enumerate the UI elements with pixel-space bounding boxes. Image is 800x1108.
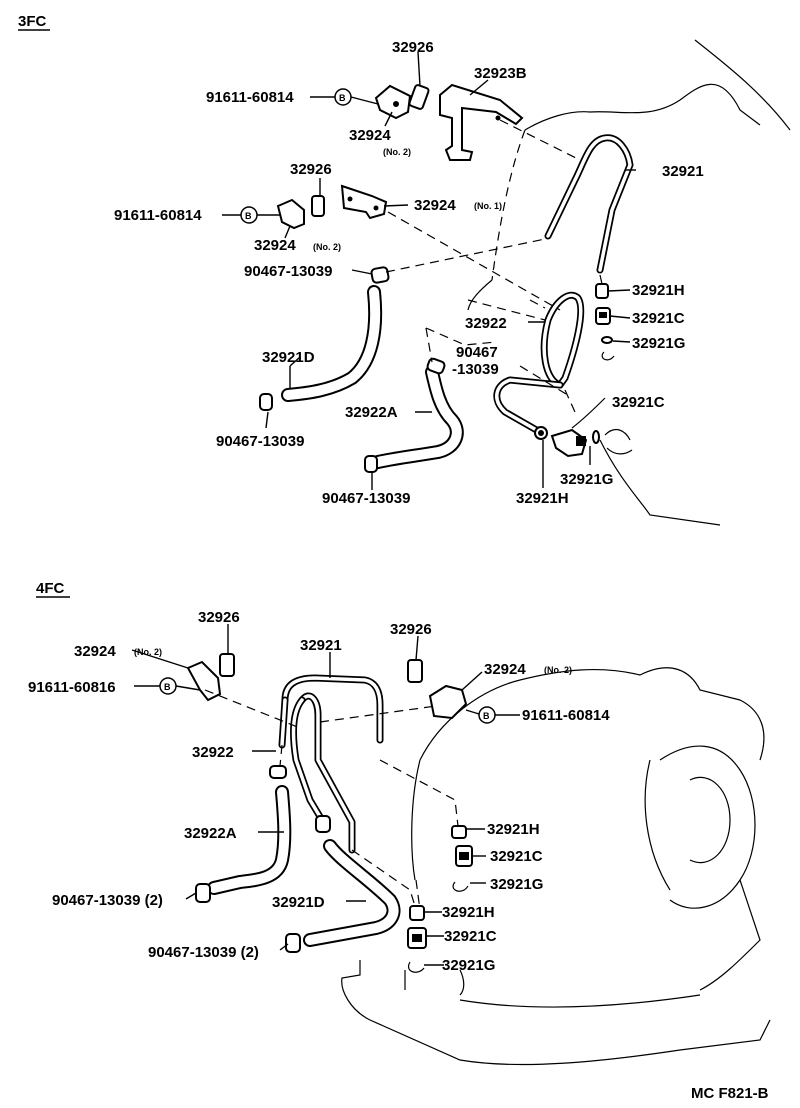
label-32921g-b: 32921G (560, 471, 613, 488)
hose-32922a (371, 365, 464, 469)
label-clamp-b-2: -13039 (452, 361, 499, 378)
label-32921c-a: 32921C (632, 310, 685, 327)
clip-32924-no1 (340, 184, 388, 220)
label-32924-b-note: (No. 1) (474, 201, 502, 211)
grommet-32926-upper (408, 84, 430, 110)
labels-4fc: 32926 32921 32926 32924 (No. 2) 32924 (N… (28, 609, 610, 974)
svg-text:B: B (164, 682, 171, 692)
figure-code: MC F821-B (691, 1085, 769, 1102)
bolt-marker-4fc-a: B (159, 677, 177, 695)
clip-32924-no2-middle (276, 198, 305, 230)
bolt-marker-4fc-b: B (478, 706, 496, 724)
label-32922a: 32922A (345, 404, 398, 421)
section-title-4fc: 4FC (36, 580, 65, 597)
label-32924-b-4fc: 32924 (484, 661, 526, 678)
label-32926-b: 32926 (290, 161, 332, 178)
label-32921g-b-4fc: 32921G (442, 957, 495, 974)
section-3fc: 3FC (18, 13, 791, 526)
transmission-housing-outline-4fc (341, 667, 771, 1066)
label-clamp-c: 90467-13039 (216, 433, 304, 450)
label-32921h-a-4fc: 32921H (487, 821, 540, 838)
svg-text:B: B (245, 211, 252, 221)
label-32926-a-4fc: 32926 (198, 609, 240, 626)
label-clamp-a: 90467-13039 (244, 263, 332, 280)
bracket-32923b (439, 83, 524, 161)
hose-32922a-4fc (207, 785, 292, 895)
label-32921d: 32921D (262, 349, 315, 366)
label-32926-a: 32926 (392, 39, 434, 56)
fitting-set-lower-4fc (407, 905, 427, 973)
leader-lines-3fc (222, 51, 636, 490)
label-32924-b-note-4fc: (No. 2) (544, 665, 572, 675)
labels-3fc: 32926 32923B 91611-60814 32924 (No. 2) 3… (114, 39, 704, 507)
label-32921g-a-4fc: 32921G (490, 876, 543, 893)
section-title-3fc: 3FC (18, 13, 47, 30)
fitting-set-lower (534, 397, 606, 458)
label-bolt-a-4fc: 91611-60816 (28, 679, 116, 696)
label-32921c-a-4fc: 32921C (490, 848, 543, 865)
svg-text:B: B (483, 711, 490, 721)
label-32921c-b-4fc: 32921C (444, 928, 497, 945)
fitting-set-upper (595, 283, 615, 361)
label-32921g-a: 32921G (632, 335, 685, 352)
label-bolt-b: 91611-60814 (114, 207, 202, 224)
clip-32924-no2-upper (374, 84, 412, 120)
label-32924-c-note: (No. 2) (313, 242, 341, 252)
label-clamp-b-4fc: 90467-13039 (2) (148, 944, 259, 961)
transmission-housing-outline (467, 39, 791, 526)
hose-32921d-4fc (303, 839, 401, 947)
dashed-leaders-4fc (204, 689, 459, 907)
label-32921d-4fc: 32921D (272, 894, 325, 911)
grommet-32926-right-4fc (407, 659, 423, 683)
label-clamp-d: 90467-13039 (322, 490, 410, 507)
pipe-32921-4fc (278, 674, 384, 749)
label-bolt-a: 91611-60814 (206, 89, 294, 106)
clip-32924-left-4fc (186, 660, 222, 702)
label-32924-a: 32924 (349, 127, 391, 144)
label-32921h-b: 32921H (516, 490, 569, 507)
pipe-32921 (544, 134, 634, 274)
pipe-32922-4fc (290, 692, 356, 854)
label-32921h-a: 32921H (632, 282, 685, 299)
leader-lines-4fc (131, 624, 520, 966)
label-32921-4fc: 32921 (300, 637, 342, 654)
grommet-32926-middle (311, 195, 325, 217)
label-clamp-a-4fc: 90467-13039 (2) (52, 892, 163, 909)
dashed-leaders-3fc (385, 119, 603, 413)
svg-text:B: B (339, 93, 346, 103)
grommet-32926-left-4fc (219, 653, 235, 677)
label-32926-b-4fc: 32926 (390, 621, 432, 638)
hose-clamps-4fc (195, 765, 331, 953)
bolt-marker-3fc-a: B (334, 88, 352, 106)
label-32923b: 32923B (474, 65, 527, 82)
label-32924-b: 32924 (414, 197, 456, 214)
label-32924-a-4fc: 32924 (74, 643, 116, 660)
label-32922a-4fc: 32922A (184, 825, 237, 842)
hose-32921d (281, 285, 383, 402)
fitting-set-upper-4fc (451, 825, 473, 892)
label-32921c-b: 32921C (612, 394, 665, 411)
pipe-32922 (493, 291, 585, 436)
hose-clamps-3fc (259, 266, 446, 473)
label-32921: 32921 (662, 163, 704, 180)
label-bolt-b-4fc: 91611-60814 (522, 707, 610, 724)
label-32924-a-note: (No. 2) (383, 147, 411, 157)
section-4fc: 4FC (28, 580, 771, 1066)
label-32924-c: 32924 (254, 237, 296, 254)
label-32924-a-note-4fc: (No. 2) (134, 647, 162, 657)
bolt-marker-3fc-b: B (240, 206, 258, 224)
label-32922: 32922 (465, 315, 507, 332)
clip-32924-right-4fc (428, 684, 468, 720)
label-32922-4fc: 32922 (192, 744, 234, 761)
label-32921h-b-4fc: 32921H (442, 904, 495, 921)
label-clamp-b-1: 90467 (456, 344, 498, 361)
